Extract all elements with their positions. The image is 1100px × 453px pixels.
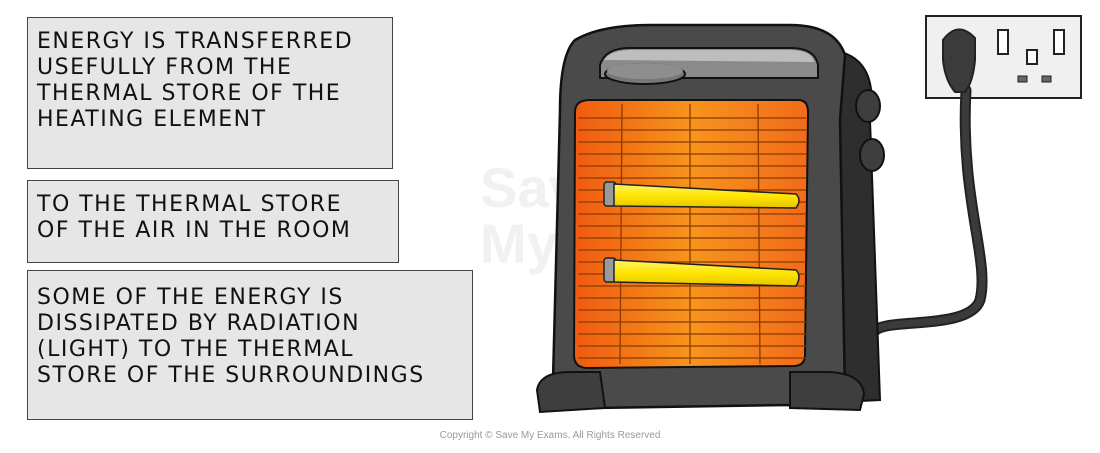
label-line: STORE OF THE SURROUNDINGS — [37, 363, 425, 388]
label-line: HEATING ELEMENT — [37, 107, 267, 132]
label-line: (LIGHT) TO THE THERMAL — [37, 337, 355, 362]
label-useful-transfer: ENERGY IS TRANSFERRED USEFULLY FROM THE … — [27, 17, 393, 169]
label-line: THERMAL STORE OF THE — [37, 81, 342, 106]
label-line: DISSIPATED BY RADIATION — [37, 311, 361, 336]
plug-and-cable — [870, 28, 988, 336]
heater — [535, 23, 885, 414]
label-line: USEFULLY FROM THE — [37, 55, 293, 80]
label-line: SOME OF THE ENERGY IS — [37, 285, 344, 310]
heating-element-lower — [603, 257, 800, 287]
copyright-notice: Copyright © Save My Exams. All Rights Re… — [439, 430, 661, 441]
label-dissipated-energy: SOME OF THE ENERGY IS DISSIPATED BY RADI… — [27, 270, 473, 420]
label-line: TO THE THERMAL STORE — [37, 192, 342, 217]
heating-element-upper — [603, 181, 800, 209]
label-air-store: TO THE THERMAL STORE OF THE AIR IN THE R… — [27, 180, 399, 263]
label-line: OF THE AIR IN THE ROOM — [37, 218, 352, 243]
label-line: ENERGY IS TRANSFERRED — [37, 29, 354, 54]
